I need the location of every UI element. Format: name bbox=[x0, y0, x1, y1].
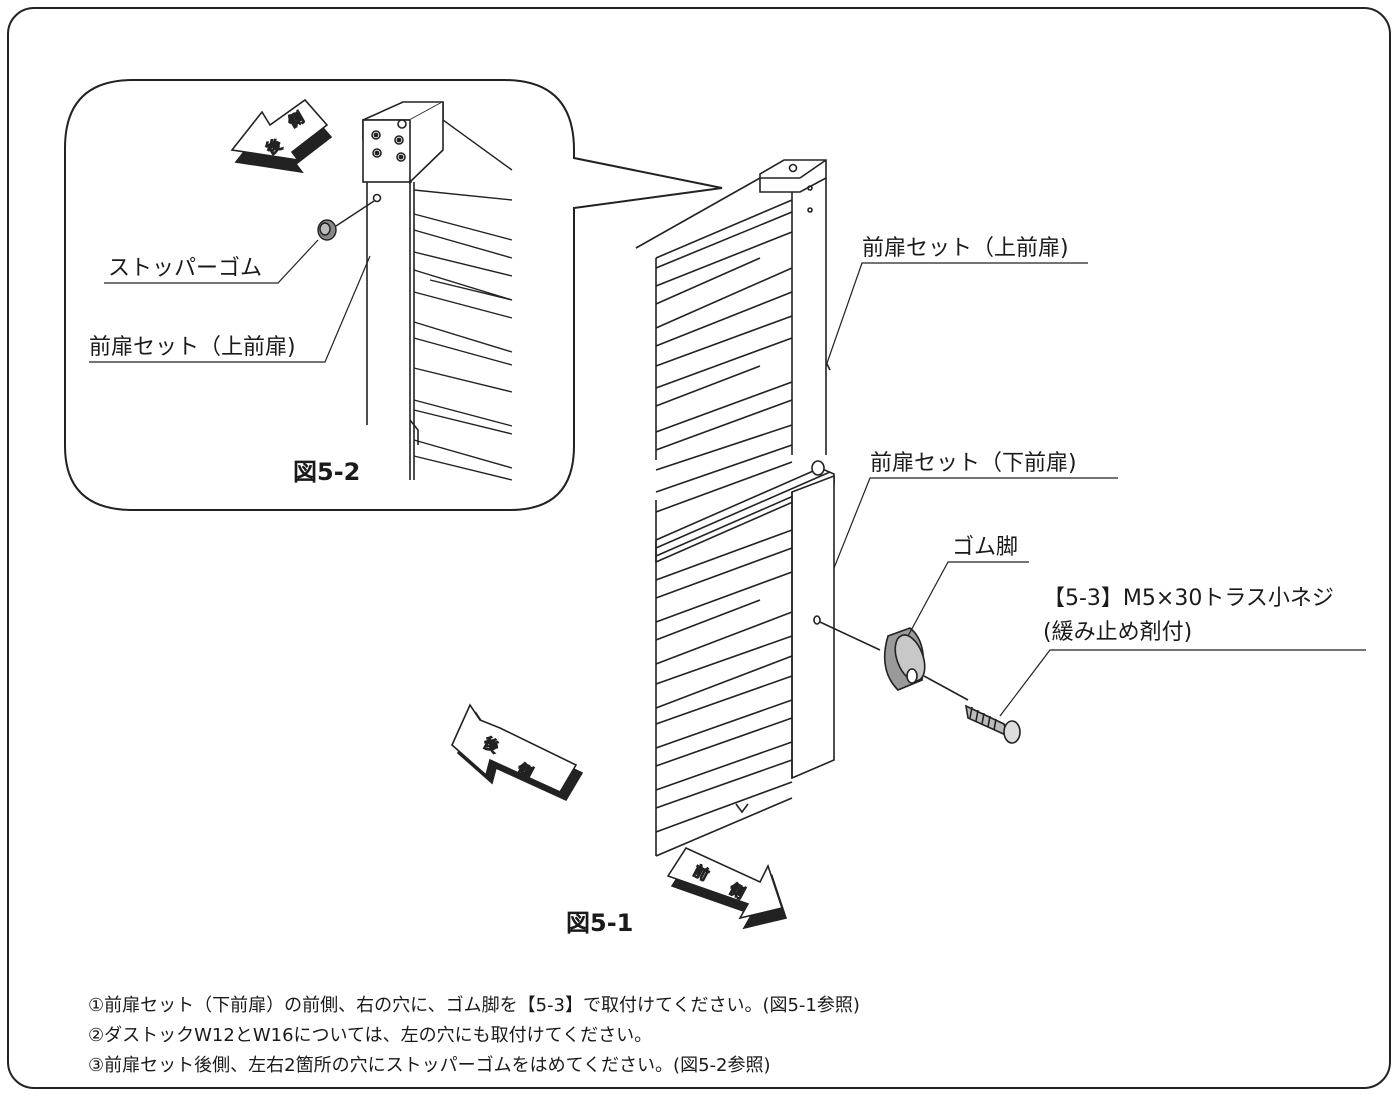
back-arrow-inset: 後 側 bbox=[230, 98, 333, 174]
leader-front-door-upper bbox=[825, 262, 1088, 367]
label-front-door-lower: 前扉セット（下前扉) bbox=[870, 451, 1077, 476]
main-assembly bbox=[635, 159, 1366, 857]
figure-caption-5-2: 図5-2 bbox=[293, 458, 361, 486]
leader-front-door-lower bbox=[833, 477, 1118, 569]
label-stopper-rubber: ストッパーゴム bbox=[108, 256, 263, 281]
note-3: ③前扉セット後側、左右2箇所の穴にストッパーゴムをはめてください。(図5-2参照… bbox=[88, 1055, 771, 1076]
svg-text:側: 側 bbox=[726, 880, 748, 903]
top-bracket-inset bbox=[362, 101, 444, 184]
leader-front-door-inset bbox=[89, 255, 371, 363]
label-screw-line2: (緩み止め剤付) bbox=[1043, 620, 1193, 645]
post-inset bbox=[366, 182, 419, 480]
stopper-rubber-part bbox=[317, 200, 375, 241]
note-1: ①前扉セット（下前扉）の前側、右の穴に、ゴム脚を【5-3】で取付けてください。(… bbox=[88, 995, 860, 1016]
rubber-foot-part bbox=[883, 627, 926, 691]
label-front-door-upper: 前扉セット（上前扉) bbox=[862, 236, 1069, 261]
instruction-notes: ①前扉セット（下前扉）の前側、右の穴に、ゴム脚を【5-3】で取付けてください。(… bbox=[88, 991, 860, 1081]
leader-stopper bbox=[104, 239, 319, 284]
leader-screw bbox=[999, 649, 1366, 717]
figure-caption-5-1: 図5-1 bbox=[566, 909, 634, 937]
detail-callout: 後 側 bbox=[64, 79, 723, 511]
panel-lines-inset bbox=[413, 119, 513, 481]
leader-rubber-foot bbox=[907, 561, 1029, 637]
page-frame bbox=[7, 7, 1391, 1089]
label-front-door-upper-inset: 前扉セット（上前扉) bbox=[89, 335, 296, 360]
truss-screw-part bbox=[964, 704, 1021, 744]
label-rubber-foot: ゴム脚 bbox=[952, 535, 1019, 560]
label-screw-line1: 【5-3】M5×30トラス小ネジ bbox=[1043, 586, 1334, 611]
note-2: ②ダストックW12とW16については、左の穴にも取付けてください。 bbox=[88, 1025, 653, 1046]
back-arrow-main: 後 側 bbox=[451, 703, 584, 802]
front-arrow-main: 前 側 bbox=[666, 846, 788, 930]
